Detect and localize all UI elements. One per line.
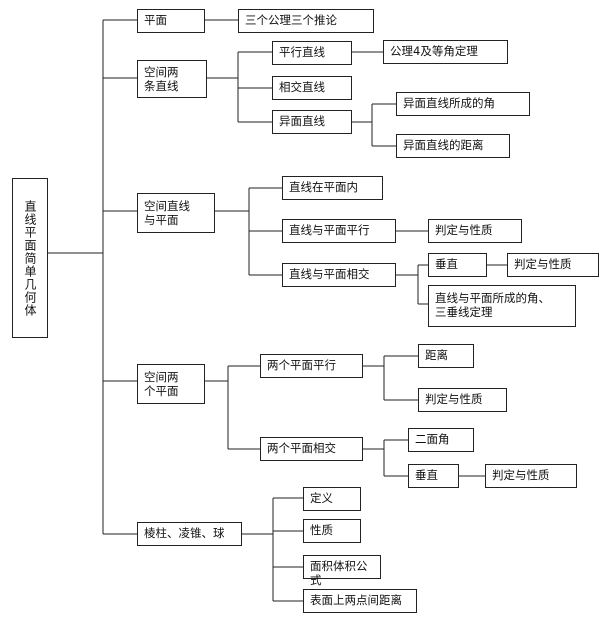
node-two-lines: 空间两 条直线 xyxy=(137,60,207,98)
node-planes-perpendicular: 垂直 xyxy=(408,464,459,488)
node-line-plane-perp-judge: 判定与性质 xyxy=(507,253,599,277)
node-line-plane: 空间直线 与平面 xyxy=(137,193,215,233)
node-planes-parallel-judge: 判定与性质 xyxy=(418,388,507,412)
node-area-volume: 面积体积公式 xyxy=(303,555,381,587)
node-three-axioms: 三个公理三个推论 xyxy=(238,9,374,33)
node-planes-intersect: 两个平面相交 xyxy=(260,437,363,461)
node-solids: 棱柱、凌锥、球 xyxy=(137,522,242,546)
root-node: 直线平面简单几何体 xyxy=(12,178,48,338)
node-parallel-lines: 平行直线 xyxy=(272,41,352,65)
node-angle-three-perp-theorem: 直线与平面所成的角、 三垂线定理 xyxy=(428,285,576,327)
node-axiom4: 公理4及等角定理 xyxy=(383,40,508,64)
node-line-in-plane: 直线在平面内 xyxy=(282,176,383,200)
node-dihedral-angle: 二面角 xyxy=(408,428,474,452)
node-planes-parallel: 两个平面平行 xyxy=(260,354,363,378)
node-line-plane-parallel: 直线与平面平行 xyxy=(282,219,396,243)
node-line-plane-parallel-judge: 判定与性质 xyxy=(428,219,522,243)
node-properties: 性质 xyxy=(303,519,361,543)
node-definition: 定义 xyxy=(303,487,361,511)
node-skew-lines: 异面直线 xyxy=(272,110,352,134)
node-skew-angle: 异面直线所成的角 xyxy=(396,92,530,116)
node-planes-distance: 距离 xyxy=(418,344,474,368)
node-plane: 平面 xyxy=(137,9,205,33)
node-line-plane-intersect: 直线与平面相交 xyxy=(282,263,396,287)
node-intersecting-lines: 相交直线 xyxy=(272,76,352,100)
node-planes-perp-judge: 判定与性质 xyxy=(485,464,577,488)
node-surface-distance: 表面上两点间距离 xyxy=(303,589,417,613)
node-skew-distance: 异面直线的距离 xyxy=(396,134,510,158)
node-two-planes: 空间两 个平面 xyxy=(137,364,205,404)
node-line-plane-perpendicular: 垂直 xyxy=(428,253,487,277)
